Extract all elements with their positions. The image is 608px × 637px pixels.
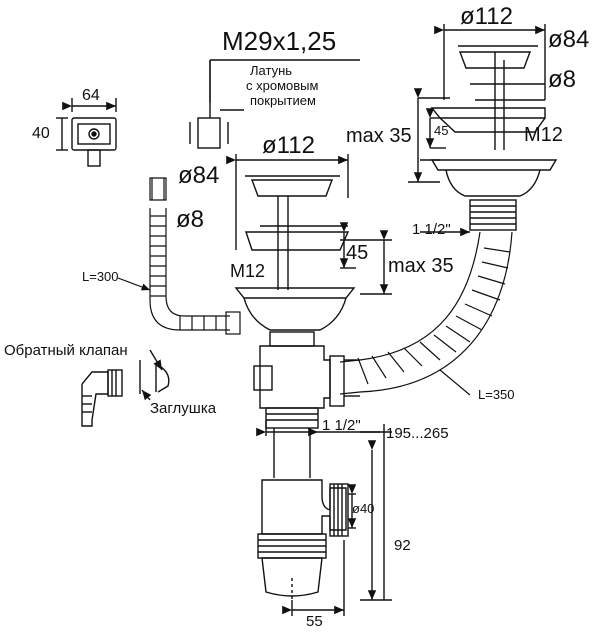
bottom-thread-label: 1 1/2" bbox=[322, 417, 361, 434]
right-pin-diameter: ø8 bbox=[548, 66, 577, 93]
right-thread-label: 1 1/2" bbox=[412, 221, 451, 238]
right-small-45: 45 bbox=[434, 123, 449, 138]
siphon-body bbox=[253, 331, 380, 597]
brass-note-line-3: покрытием bbox=[250, 93, 316, 108]
right-outer-diameter: ø112 bbox=[460, 3, 513, 30]
thread-label: M29x1,25 bbox=[222, 26, 337, 56]
left-max-label: max 35 bbox=[388, 255, 454, 277]
adjust-range-label: 195...265 bbox=[386, 425, 449, 442]
left-inner-diameter: ø84 bbox=[178, 162, 220, 189]
right-max-label: max 35 bbox=[346, 125, 412, 147]
height-label: 92 bbox=[394, 537, 411, 554]
right-strainer bbox=[408, 24, 558, 237]
box-height-label: 40 bbox=[32, 125, 50, 142]
check-valve-label: Обратный клапан bbox=[4, 342, 128, 359]
right-m12-label: M12 bbox=[524, 124, 563, 146]
plug-label: Заглушка bbox=[150, 400, 217, 417]
pipe-diameter-label: ø40 bbox=[352, 501, 375, 516]
dimensions bbox=[282, 424, 392, 616]
brass-note-line-2: с хромовым bbox=[246, 78, 319, 93]
box-width-label: 64 bbox=[82, 87, 100, 104]
left-strainer bbox=[226, 154, 392, 331]
left-45-label: 45 bbox=[346, 242, 369, 264]
left-outer-diameter: ø112 bbox=[262, 132, 315, 159]
overflow-hose bbox=[117, 177, 241, 335]
overflow-box-view bbox=[56, 98, 117, 167]
check-valve-and-plug bbox=[81, 349, 170, 427]
hose-length-label: L=350 bbox=[478, 387, 515, 402]
left-pin-diameter: ø8 bbox=[176, 206, 205, 233]
left-m12-label: M12 bbox=[230, 261, 266, 281]
brass-note-line-1: Латунь bbox=[250, 63, 293, 78]
trap-width-label: 55 bbox=[306, 613, 323, 630]
right-inner-diameter: ø84 bbox=[548, 26, 590, 53]
overflow-length-label: L=300 bbox=[82, 269, 119, 284]
brass-fitting bbox=[189, 59, 360, 149]
corrugated-hose bbox=[339, 231, 513, 396]
